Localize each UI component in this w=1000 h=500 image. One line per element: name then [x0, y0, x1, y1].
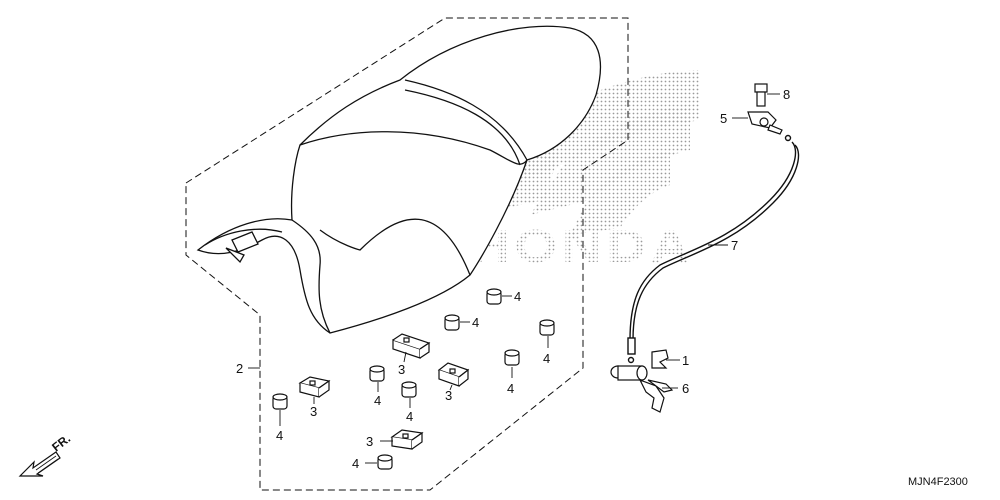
cushion-part-4	[539, 319, 555, 336]
seat-lock-cylinder	[610, 365, 674, 413]
front-direction-arrow: FR.	[18, 431, 73, 477]
lock-bracket	[747, 111, 783, 135]
cushion-part-4	[369, 365, 385, 382]
diagram-code: MJN4F2300	[908, 476, 968, 488]
stopper-part-3	[392, 333, 431, 359]
callout-4: 4	[374, 393, 381, 408]
cushion-part-4	[377, 454, 393, 470]
stopper-part-3	[298, 376, 331, 398]
leader-lines	[248, 93, 780, 464]
callout-3: 3	[398, 362, 405, 377]
stopper-part-3	[390, 429, 424, 450]
cushion-part-4	[401, 381, 417, 398]
cushion-part-4	[504, 349, 520, 366]
callout-3: 3	[366, 434, 373, 449]
cushion-part-4	[486, 288, 502, 305]
callout-8: 8	[783, 87, 790, 102]
cushion-part-4	[444, 314, 460, 331]
callout-3: 3	[310, 404, 317, 419]
callout-4: 4	[406, 409, 413, 424]
callout-4: 4	[276, 428, 283, 443]
callout-6: 6	[682, 381, 689, 396]
front-label: FR.	[49, 431, 73, 454]
callout-4: 4	[507, 381, 514, 396]
callouts: 4 4 4 4 4 4 4 4 3 3 3 3 2 1 6 7 5 8	[236, 87, 790, 471]
callout-4: 4	[514, 289, 521, 304]
seat-assembly	[196, 25, 602, 334]
callout-4: 4	[543, 351, 550, 366]
callout-3: 3	[445, 388, 452, 403]
seat-lock-cable	[627, 134, 800, 364]
assembly-boundary	[185, 17, 629, 491]
seat-stoppers	[298, 333, 470, 450]
callout-5: 5	[720, 111, 727, 126]
stopper-part-3	[437, 362, 470, 387]
arrow-icon	[18, 451, 61, 477]
flange-bolt	[754, 83, 768, 107]
rubber-cushions	[272, 288, 555, 470]
callout-1: 1	[682, 353, 689, 368]
callout-7: 7	[731, 238, 738, 253]
callout-2: 2	[236, 361, 243, 376]
honda-logo-text: HONDA	[470, 220, 695, 272]
callout-4: 4	[352, 456, 359, 471]
cushion-part-4	[272, 393, 288, 410]
cable-holder-clip	[651, 349, 669, 369]
callout-4: 4	[472, 315, 479, 330]
